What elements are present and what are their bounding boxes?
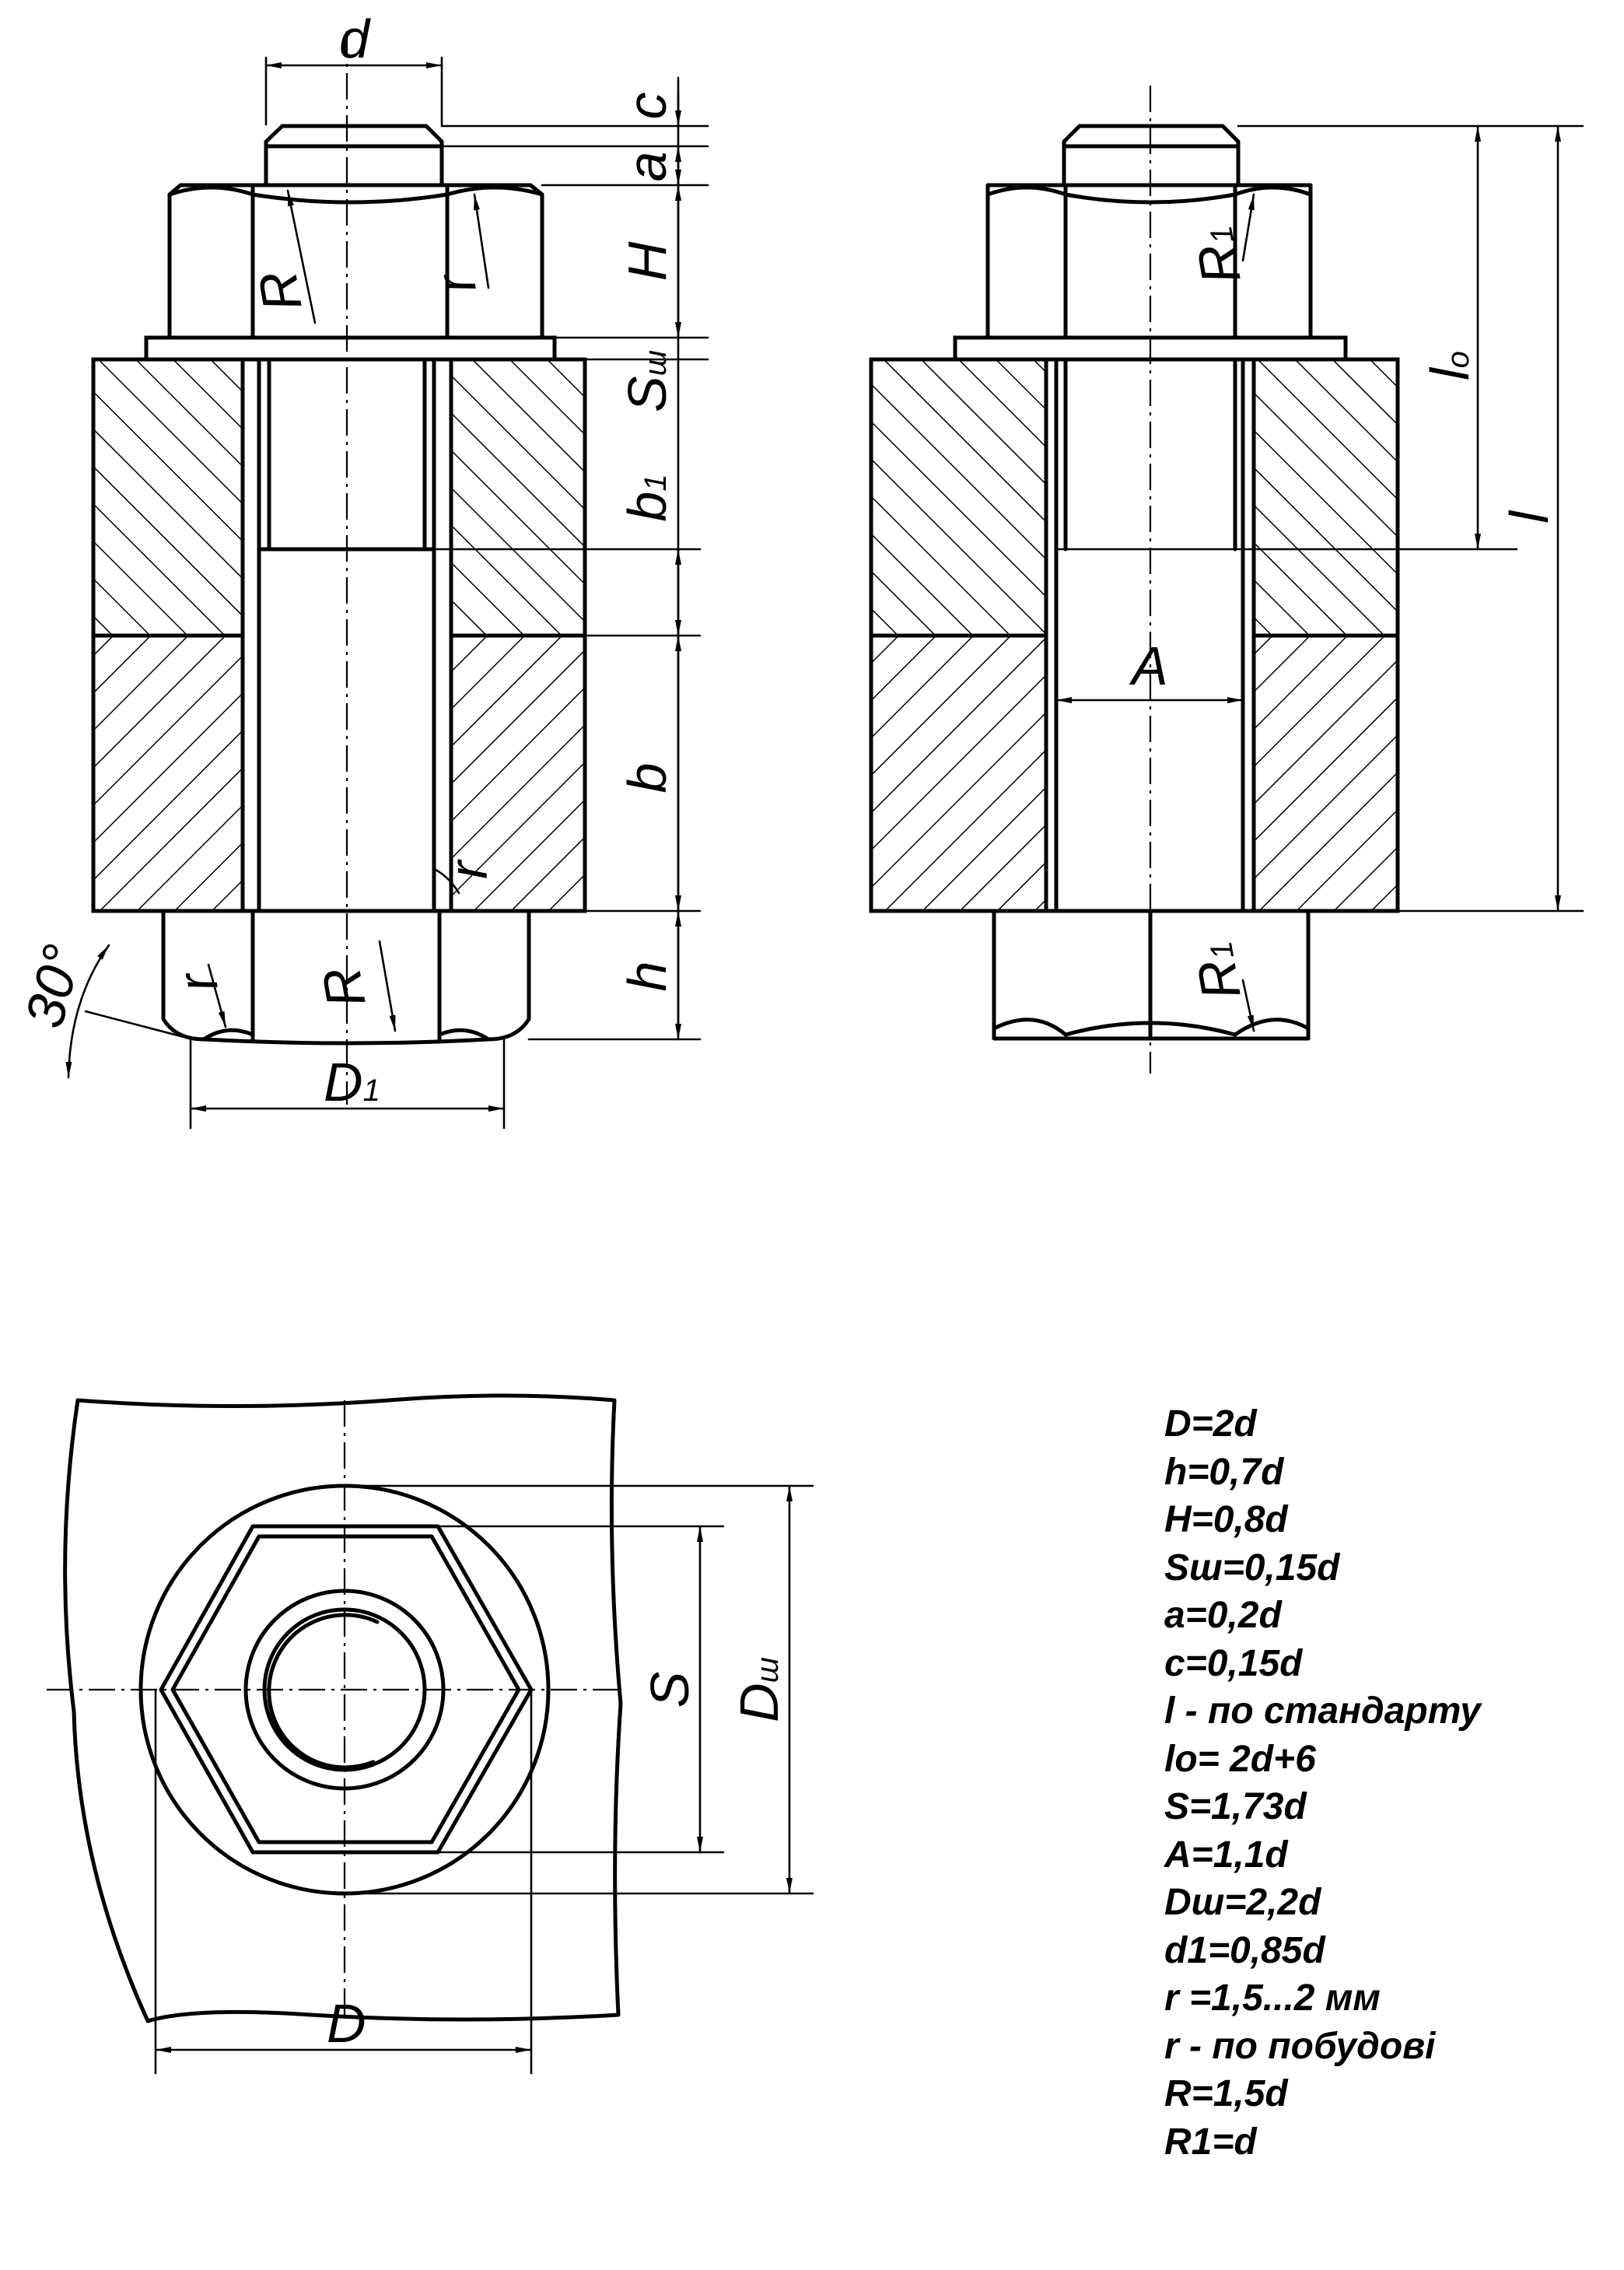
- washer: [144, 335, 557, 362]
- bolt-head: [161, 909, 531, 1046]
- formula-item: D=2d: [1164, 1403, 1257, 1445]
- label-a: a: [617, 152, 677, 182]
- label-b1: b1: [617, 474, 677, 521]
- label-R1-bottom: R1: [1182, 938, 1251, 1004]
- label-d: d: [339, 9, 371, 69]
- label-b: b: [617, 763, 677, 793]
- plate-outline-top: [63, 1393, 623, 2023]
- dimension-d: d: [264, 9, 443, 126]
- bolt-end: [264, 124, 444, 187]
- top-view: S Dш D: [47, 1393, 814, 2075]
- nut-top: [167, 183, 544, 340]
- label-c: c: [617, 93, 677, 120]
- bolt-shank-2: [1044, 357, 1256, 913]
- formula-item: A=1,1d: [1164, 1834, 1288, 1876]
- formula-item: h=0,7d: [1164, 1451, 1284, 1493]
- nut-top-2: [985, 183, 1313, 340]
- formula-item: d1=0,85d: [1164, 1929, 1325, 1971]
- lower-plate-right-part: [449, 633, 587, 913]
- lower-plate-left-part-2: [869, 633, 1048, 913]
- formula-item: Sш=0,15d: [1164, 1547, 1340, 1589]
- formula-item: c=0,15d: [1164, 1642, 1303, 1684]
- formula-item: r =1,5...2 мм: [1164, 1977, 1381, 2019]
- lower-plate-left-part: [91, 633, 245, 913]
- upper-plate-left-part-2: [869, 357, 1048, 638]
- formula-item: R1=d: [1164, 2121, 1257, 2163]
- label-R-bottom: R: [310, 963, 377, 1012]
- formula-item: lo= 2d+6: [1164, 1738, 1316, 1780]
- dimension-A: A: [1055, 636, 1244, 703]
- label-r-bottom: r: [166, 966, 229, 997]
- formula-item: R=1,5d: [1164, 2073, 1288, 2114]
- front-view-left: d c a H Sш b1 b h: [13, 9, 709, 1130]
- dimension-D1: D1: [189, 1038, 506, 1130]
- label-l0: lo: [1419, 351, 1480, 380]
- dimension-S: S: [436, 1525, 725, 1854]
- label-S: S: [639, 1672, 700, 1708]
- label-r-top: r: [424, 268, 487, 298]
- dimension-D: D: [154, 1688, 533, 2075]
- label-D1: D1: [324, 1052, 380, 1112]
- formula-list: D=2d h=0,7d H=0,8d Sш=0,15d a=0,2d c=0,1…: [1164, 1400, 1600, 2166]
- label-h: h: [617, 962, 677, 992]
- label-Dsh: Dш: [729, 1657, 789, 1722]
- label-D: D: [327, 1993, 366, 2054]
- formula-item: r - по побудові: [1164, 2025, 1436, 2067]
- label-30deg: 30°: [13, 938, 93, 1033]
- formula-item: Dш=2,2d: [1164, 1882, 1321, 1923]
- lower-plate-right-part-2: [1251, 633, 1400, 913]
- label-R1-top: R1: [1182, 222, 1251, 289]
- front-view-right: A R1 R1 lo l: [869, 86, 1584, 1074]
- dimension-chain-right: c a H Sш b1 b h: [428, 76, 709, 1041]
- angle-30: 30°: [13, 938, 188, 1079]
- upper-plate-right-part: [449, 357, 587, 638]
- label-A: A: [1129, 636, 1168, 696]
- upper-plate-left-part: [91, 357, 245, 638]
- label-S-washer: Sш: [617, 350, 677, 412]
- label-H: H: [617, 241, 677, 281]
- upper-plate-right-part-2: [1251, 357, 1400, 638]
- label-r-small: r: [438, 859, 499, 879]
- label-R-top: R: [247, 267, 313, 316]
- formula-item: l - по стандарту: [1164, 1690, 1481, 1732]
- formula-item: a=0,2d: [1164, 1595, 1282, 1636]
- label-l: l: [1499, 510, 1559, 524]
- dimension-Dsh: Dш: [343, 1484, 814, 1895]
- formula-item: S=1,73d: [1164, 1786, 1307, 1827]
- bolt-shank: [240, 357, 460, 913]
- formula-item: H=0,8d: [1164, 1499, 1288, 1540]
- dimension-l0-l: lo l: [1237, 124, 1584, 913]
